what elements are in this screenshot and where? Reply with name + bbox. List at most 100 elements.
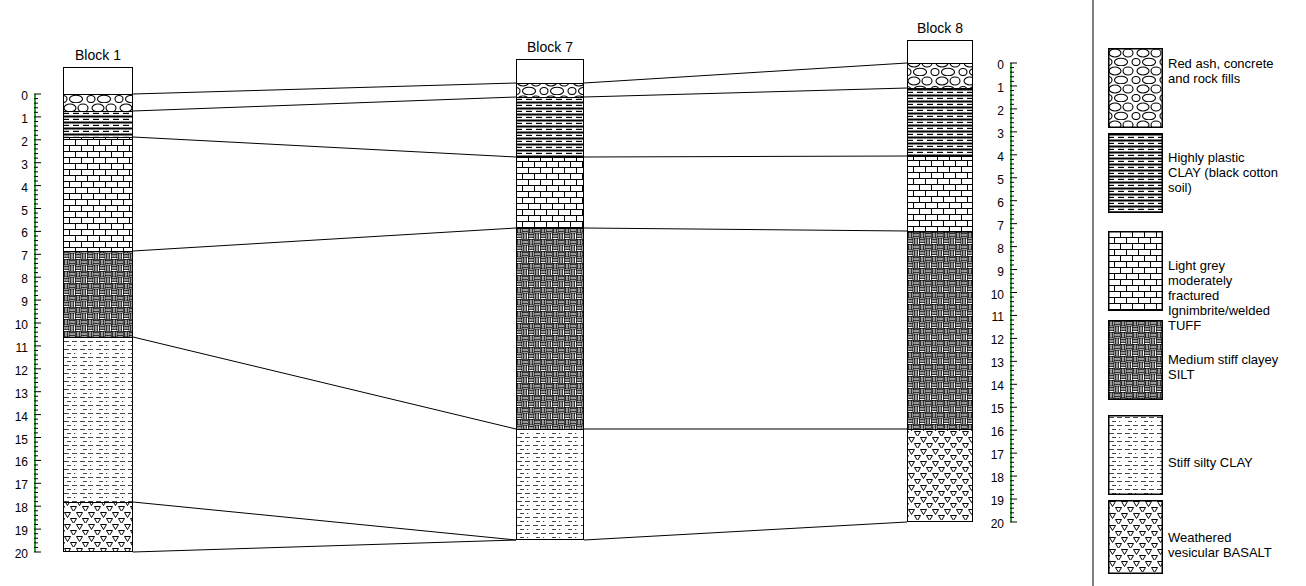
ruler-tick	[34, 506, 41, 507]
depth-label-holder: 11	[978, 310, 1004, 324]
legend-sample	[1109, 232, 1163, 311]
legend-swatch	[1108, 231, 1163, 311]
depth-number: 16	[2, 455, 28, 469]
ruler-tick	[34, 405, 38, 406]
ruler-tick	[1010, 200, 1017, 201]
depth-number: 0	[2, 89, 28, 103]
depth-label-holder: 20	[978, 517, 1004, 531]
legend-text-holder: Stiff silty CLAY	[1168, 455, 1280, 470]
soil-layer	[516, 429, 584, 540]
ruler-tick	[34, 400, 38, 401]
ruler-tick	[34, 153, 38, 154]
depth-label-holder: 4	[2, 181, 28, 195]
layer-boundary	[516, 157, 584, 158]
depth-number: 11	[978, 310, 1004, 324]
ruler-tick	[34, 235, 38, 236]
layer-boundary	[907, 88, 973, 89]
depth-number: 8	[978, 242, 1004, 256]
ruler-tick	[34, 419, 38, 420]
correlation-line	[133, 502, 516, 540]
ruler-tick	[1010, 324, 1014, 325]
column-outline	[64, 68, 133, 552]
column-outline	[908, 41, 973, 522]
legend-divider	[1093, 0, 1094, 586]
ruler-tick	[1010, 388, 1014, 389]
ruler-tick	[1010, 512, 1014, 513]
ruler-tick	[1010, 246, 1017, 247]
ruler-tick	[1010, 90, 1014, 91]
ruler-tick	[34, 268, 38, 269]
borehole-column: Block 1	[63, 46, 133, 552]
depth-number: 9	[2, 295, 28, 309]
ruler-tick	[1010, 99, 1014, 100]
depth-number: 12	[978, 333, 1004, 347]
legend-text-holder: Red ash, concrete and rock fills	[1168, 56, 1280, 86]
ruler-tick	[34, 217, 38, 218]
ruler-tick	[34, 318, 38, 319]
legend-sample	[1109, 501, 1163, 574]
ruler-tick	[34, 529, 41, 530]
ruler-tick	[1010, 297, 1014, 298]
layer-boundary	[63, 137, 133, 138]
layer-boundary	[63, 94, 133, 95]
ruler-tick	[1010, 136, 1014, 137]
depth-number: 13	[978, 356, 1004, 370]
ruler-tick	[34, 519, 38, 520]
depth-label-holder: 17	[2, 478, 28, 492]
legend-text: Light grey moderately fractured Ignimbri…	[1168, 258, 1280, 333]
depth-number: 3	[2, 158, 28, 172]
depth-number: 18	[978, 471, 1004, 485]
ruler-tick	[34, 515, 38, 516]
depth-label-holder: 3	[2, 158, 28, 172]
column-log	[63, 67, 133, 552]
layer-boundary	[63, 251, 133, 252]
layer-boundary	[516, 429, 584, 430]
column-heading: Block 1	[63, 46, 133, 64]
ruler-tick	[1010, 453, 1017, 454]
depth-label-holder: 19	[978, 494, 1004, 508]
ruler-tick	[1010, 159, 1014, 160]
ruler-tick	[1010, 471, 1014, 472]
ruler-tick	[1010, 338, 1017, 339]
ruler-tick	[1010, 219, 1014, 220]
ruler-tick	[1010, 72, 1014, 73]
ruler-tick	[1010, 173, 1014, 174]
ruler-tick	[1010, 104, 1014, 105]
ruler-tick	[34, 272, 38, 273]
ruler-tick	[1010, 310, 1014, 311]
legend-text: Red ash, concrete and rock fills	[1168, 56, 1280, 86]
ruler-tick	[34, 469, 38, 470]
soil-layer	[63, 94, 133, 111]
layer-boundary	[516, 83, 584, 84]
ruler-tick	[1010, 95, 1014, 96]
legend-swatch	[1108, 48, 1163, 128]
ruler-tick	[1010, 131, 1017, 132]
layer-boundary	[516, 228, 584, 229]
ruler-tick	[1010, 186, 1014, 187]
ruler-tick	[1010, 347, 1014, 348]
depth-number: 16	[978, 425, 1004, 439]
ruler-tick	[1010, 278, 1014, 279]
depth-label-holder: 1	[2, 112, 28, 126]
ruler-tick	[34, 391, 41, 392]
ruler-tick	[34, 158, 38, 159]
ruler-tick	[34, 345, 41, 346]
ruler-tick	[1010, 274, 1014, 275]
soil-layer	[63, 251, 133, 337]
depth-number: 14	[2, 410, 28, 424]
depth-number: 18	[2, 501, 28, 515]
depth-label-holder: 7	[2, 249, 28, 263]
legend-sample	[1109, 416, 1163, 495]
depth-number: 11	[2, 341, 28, 355]
ruler-tick	[34, 135, 38, 136]
ruler-tick	[34, 432, 38, 433]
depth-label-holder: 8	[2, 272, 28, 286]
layer-boundary	[907, 231, 973, 232]
depth-label-holder: 13	[978, 356, 1004, 370]
depth-number: 7	[978, 219, 1004, 233]
depth-label-holder: 18	[978, 471, 1004, 485]
depth-label-holder: 12	[2, 364, 28, 378]
depth-label-holder: 9	[2, 295, 28, 309]
ruler-tick	[34, 249, 38, 250]
